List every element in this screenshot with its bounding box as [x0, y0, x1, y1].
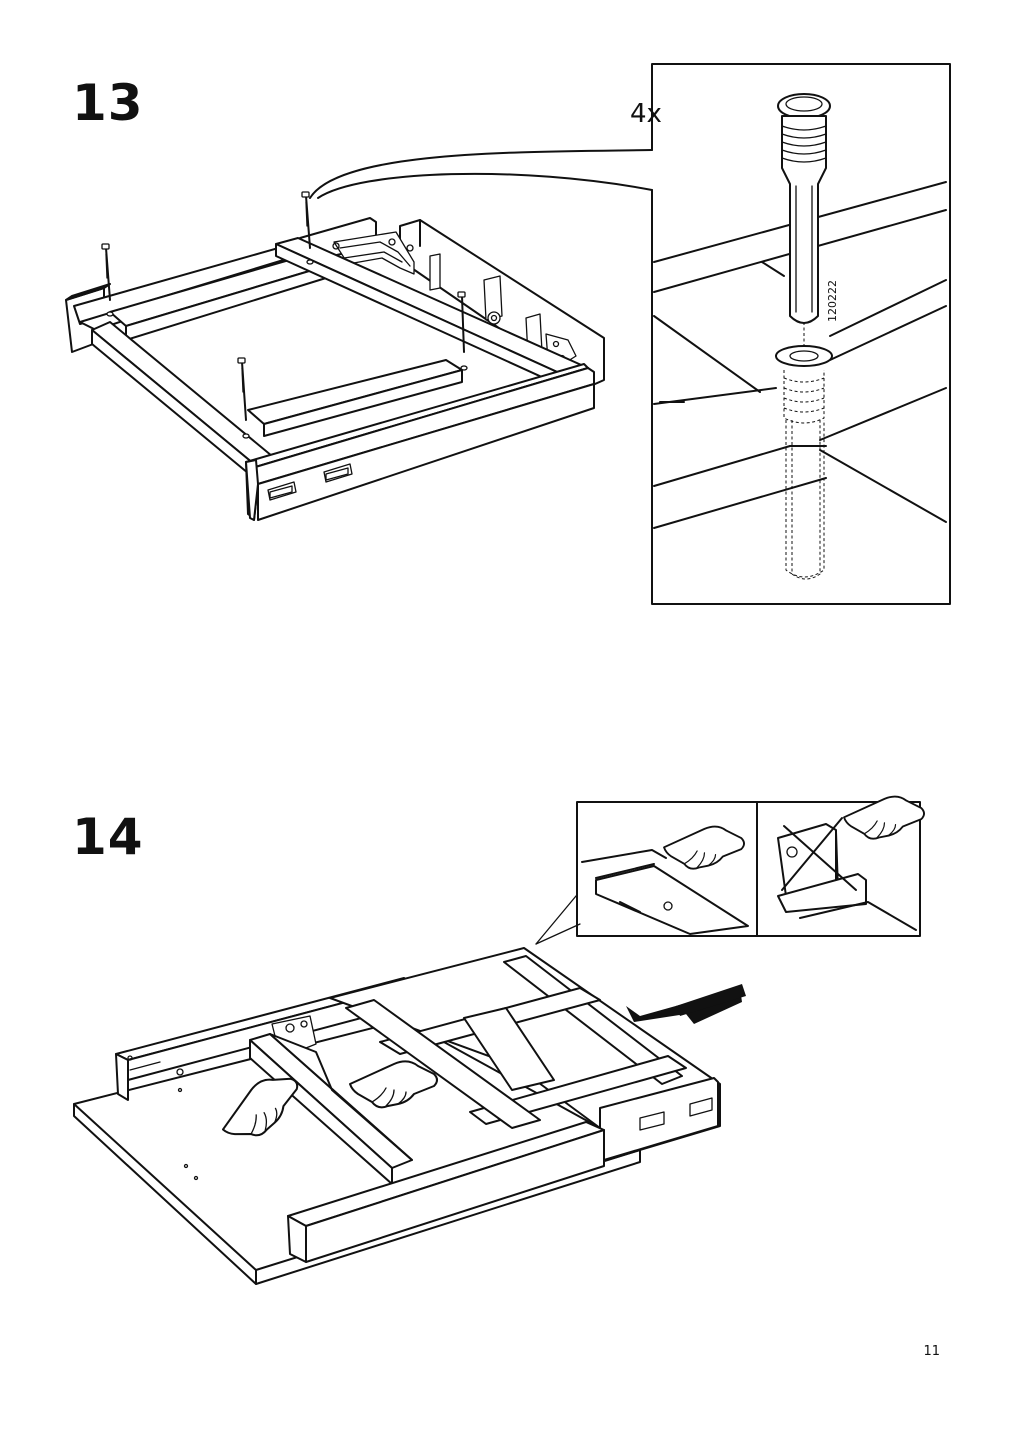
dowel-icon: 120222	[777, 93, 839, 350]
part-number-label: 120222	[826, 280, 839, 322]
step-number-13: 13	[72, 74, 144, 132]
correct-example	[581, 825, 749, 935]
dowel-pin-icon	[301, 191, 311, 249]
correct-incorrect-detail-box	[576, 795, 925, 937]
page-number: 11	[923, 1344, 940, 1359]
step-13-frame-illustration	[65, 149, 653, 521]
incorrect-example	[777, 795, 925, 931]
dowel-pin-icon	[237, 357, 247, 421]
dowel-detail-box: 4x 120222	[630, 63, 951, 605]
dowel-pin-icon	[457, 291, 466, 353]
callout-line	[309, 149, 653, 199]
dowel-pin-icon	[101, 243, 111, 301]
step-number-14: 14	[72, 808, 144, 866]
cross-icon	[783, 825, 857, 891]
quantity-label: 4x	[630, 99, 662, 129]
hand-pointing-icon	[222, 1077, 299, 1137]
hand-pointing-icon	[349, 1060, 438, 1109]
step-14-table-illustration	[73, 895, 746, 1285]
